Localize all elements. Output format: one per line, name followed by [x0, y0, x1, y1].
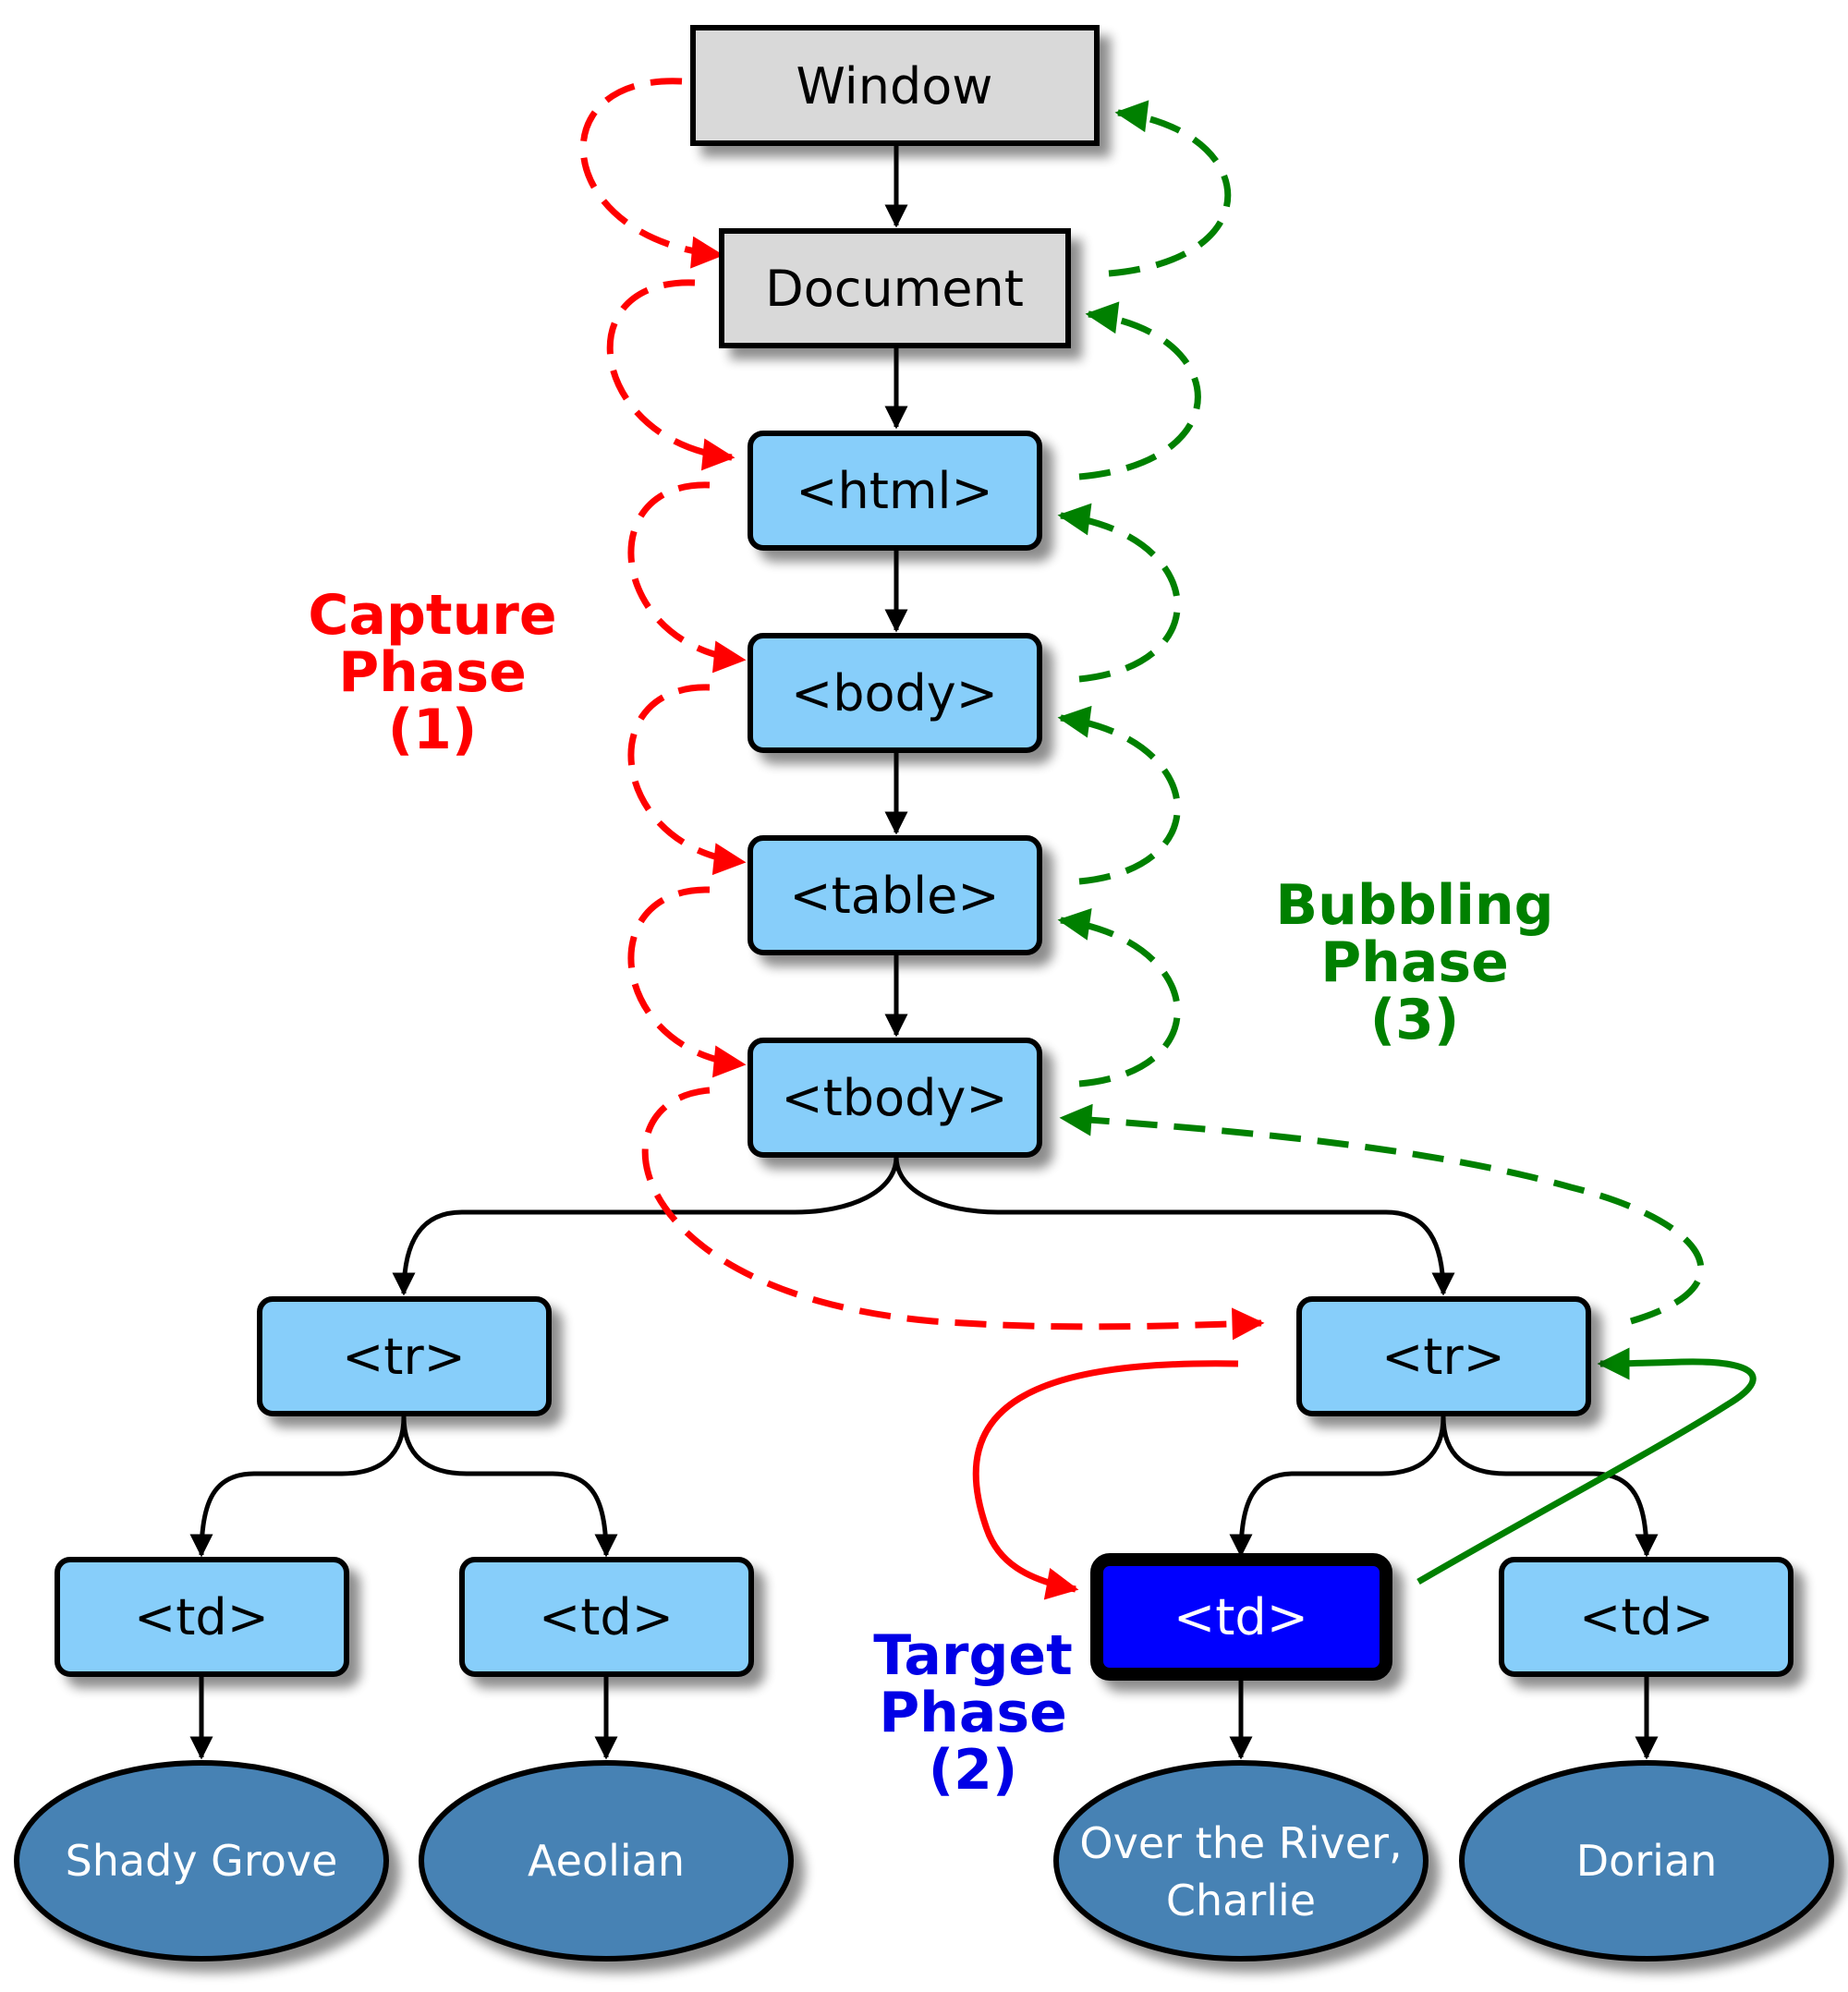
tree-edges	[189, 146, 1659, 1760]
capture-phase-line2: Phase	[338, 640, 527, 705]
html-label: <html>	[796, 462, 993, 520]
document-node: Document	[719, 228, 1071, 348]
leaf-3-label-line2: Charlie	[1166, 1876, 1316, 1925]
capture-arrow-html-body	[627, 481, 747, 674]
bubbling-arrow-tbody-table	[1057, 908, 1181, 1087]
target-phase-label: Target Phase (2)	[873, 1623, 1073, 1803]
window-label: Window	[796, 57, 993, 115]
target-phase-line3: (2)	[929, 1738, 1018, 1803]
capture-arrow-table-tbody	[627, 886, 747, 1078]
tbody-node: <tbody>	[748, 1038, 1042, 1158]
leaf-1-label: Shady Grove	[66, 1836, 338, 1886]
bubbling-arrow-document-window	[1108, 100, 1232, 277]
bubbling-arrow-table-body	[1057, 705, 1181, 885]
capture-arrow-window-document	[579, 78, 724, 269]
document-label: Document	[765, 260, 1024, 318]
bubbling-arrow-body-html	[1057, 503, 1181, 683]
leaf-2-label: Aeolian	[528, 1836, 685, 1886]
target-phase-line1: Target	[873, 1623, 1073, 1688]
bubbling-phase-label: Bubbling Phase (3)	[1275, 873, 1553, 1052]
edge-tbody-tr-left	[392, 1156, 899, 1296]
edge-tr-left-td-2	[401, 1415, 618, 1558]
leaf-1-node: Shady Grove	[14, 1760, 389, 1962]
leaf-4-node: Dorian	[1459, 1760, 1834, 1962]
tr-right-node: <tr>	[1296, 1296, 1591, 1416]
capture-phase-label: Capture Phase (1)	[308, 583, 556, 762]
capture-arrows	[579, 78, 1265, 1341]
bubbling-arrow-td-target-tr-right	[1416, 1347, 1757, 1585]
tr-left-node: <tr>	[257, 1296, 552, 1416]
table-label: <table>	[789, 867, 999, 925]
tr-left-label: <tr>	[342, 1328, 466, 1386]
td-1-node: <td>	[55, 1557, 349, 1677]
capture-arrow-tbody-tr-right	[641, 1087, 1265, 1341]
bubbling-arrow-tr-right-tbody	[1059, 1103, 1705, 1325]
td-4-node: <td>	[1499, 1557, 1793, 1677]
tr-right-label: <tr>	[1381, 1328, 1505, 1386]
bubbling-phase-line2: Phase	[1320, 930, 1509, 995]
body-node: <body>	[748, 633, 1042, 753]
td-2-label: <td>	[539, 1588, 674, 1646]
capture-arrow-document-html	[606, 279, 736, 471]
tbody-label: <tbody>	[781, 1069, 1007, 1127]
edge-tr-left-td-1	[189, 1415, 407, 1558]
capture-phase-line1: Capture	[308, 583, 556, 648]
bubbling-phase-line3: (3)	[1370, 988, 1460, 1052]
leaf-2-node: Aeolian	[419, 1760, 794, 1962]
leaf-3-label-line1: Over the River,	[1079, 1818, 1402, 1868]
leaf-4-label: Dorian	[1576, 1836, 1718, 1886]
edge-tr-right-td-4	[1441, 1415, 1659, 1558]
window-node: Window	[690, 25, 1100, 146]
capture-phase-line3: (1)	[388, 698, 478, 762]
target-phase-line2: Phase	[879, 1681, 1067, 1745]
html-node: <html>	[748, 431, 1042, 551]
leaf-3-node: Over the River, Charlie	[1053, 1760, 1429, 1962]
edge-tr-right-td-target	[1229, 1415, 1446, 1558]
body-label: <body>	[791, 664, 998, 723]
td-2-node: <td>	[459, 1557, 754, 1677]
td-target-label: <td>	[1173, 1588, 1308, 1646]
bubbling-arrows	[1057, 100, 1705, 1325]
bubbling-phase-line1: Bubbling	[1275, 873, 1553, 938]
capture-arrow-body-table	[627, 684, 747, 876]
td-1-label: <td>	[134, 1588, 269, 1646]
edge-tbody-tr-right	[894, 1156, 1455, 1296]
td-4-label: <td>	[1579, 1588, 1714, 1646]
td-target-node: <td>	[1090, 1553, 1392, 1681]
table-node: <table>	[748, 835, 1042, 955]
capture-arrow-tr-right-td-target	[972, 1360, 1239, 1600]
bubbling-arrow-html-document	[1078, 301, 1201, 480]
